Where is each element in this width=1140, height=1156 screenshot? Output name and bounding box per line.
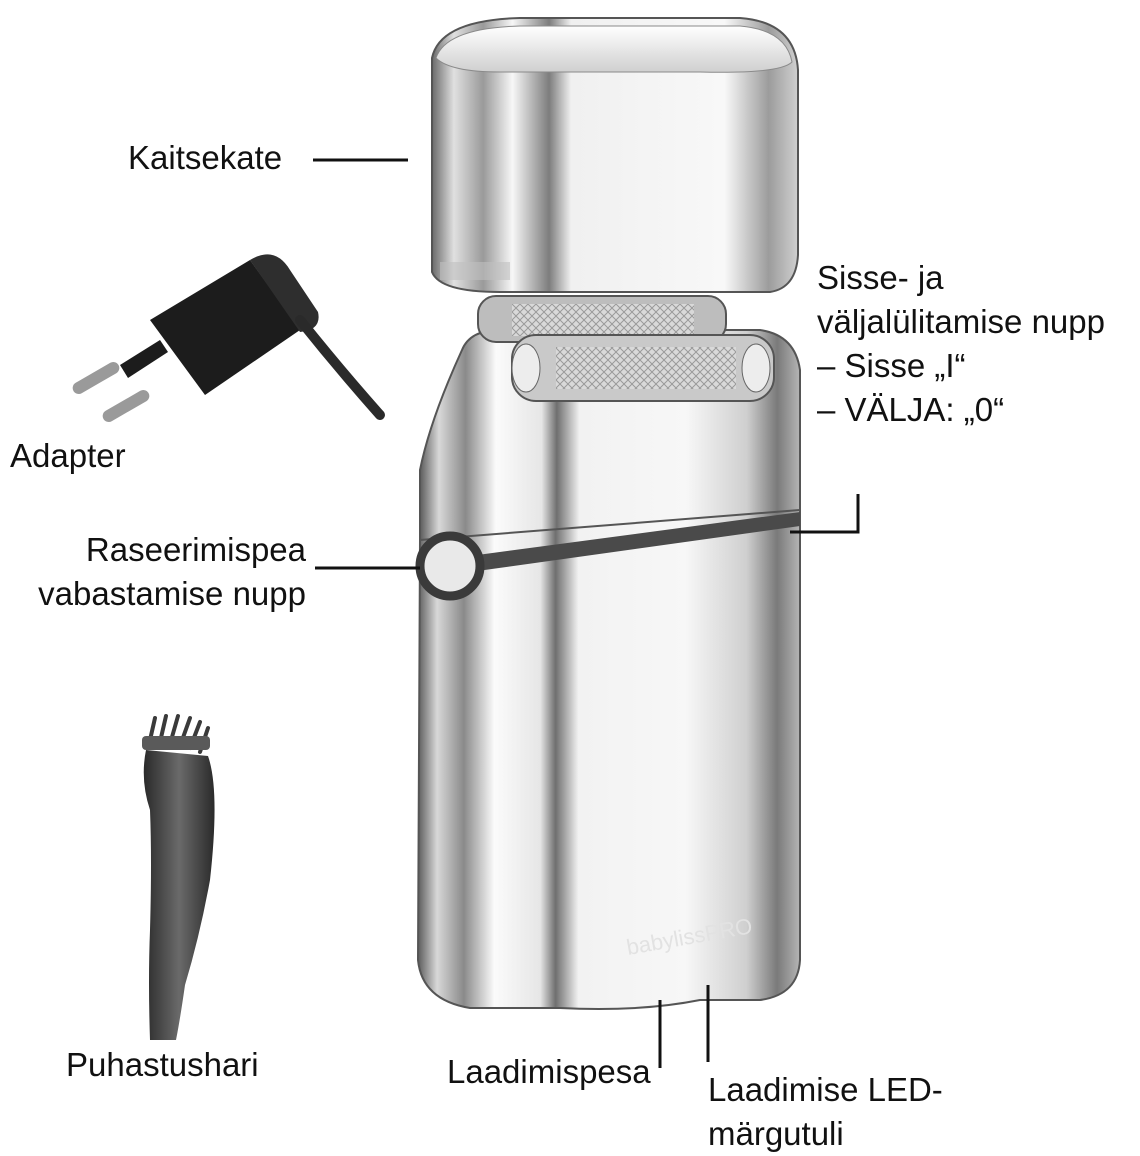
shaver-illustration: babylissPRO: [415, 295, 801, 1010]
label-charging-led-line-2: märgutuli: [708, 1115, 844, 1152]
label-charging-led-line-1: Laadimise LED-: [708, 1071, 943, 1108]
label-charging-led: Laadimise LED- märgutuli: [708, 1068, 943, 1156]
label-head-release-line-1: Raseerimispea: [85, 531, 306, 568]
label-power-button-line-1: Sisse- ja: [817, 259, 944, 296]
label-head-release-line-2: vabastamise nupp: [38, 575, 306, 612]
label-adapter: Adapter: [10, 434, 126, 478]
label-power-button: Sisse- ja väljalülitamise nupp – Sisse „…: [817, 256, 1105, 432]
label-adapter-text: Adapter: [10, 437, 126, 474]
adapter-illustration: [72, 254, 385, 422]
label-power-button-line-3: – Sisse „I“: [817, 347, 966, 384]
label-cover: Kaitsekate: [128, 136, 282, 180]
label-head-release: Raseerimispea vabastamise nupp: [10, 528, 306, 616]
label-cover-text: Kaitsekate: [128, 139, 283, 176]
label-charging-port-text: Laadimispesa: [447, 1053, 651, 1090]
label-brush-text: Puhastushari: [66, 1046, 259, 1083]
label-charging-port: Laadimispesa: [447, 1050, 651, 1094]
foil-rows: [477, 295, 775, 402]
label-power-button-line-2: väljalülitamise nupp: [817, 303, 1105, 340]
leader-lines: [313, 158, 860, 1068]
brush-illustration: [142, 714, 215, 1040]
release-button-shape: [415, 531, 485, 601]
label-power-button-line-4: – VÄLJA: „0“: [817, 391, 1005, 428]
label-brush: Puhastushari: [66, 1043, 259, 1087]
cover-illustration: [431, 17, 799, 293]
leader-power-button: [790, 494, 860, 534]
